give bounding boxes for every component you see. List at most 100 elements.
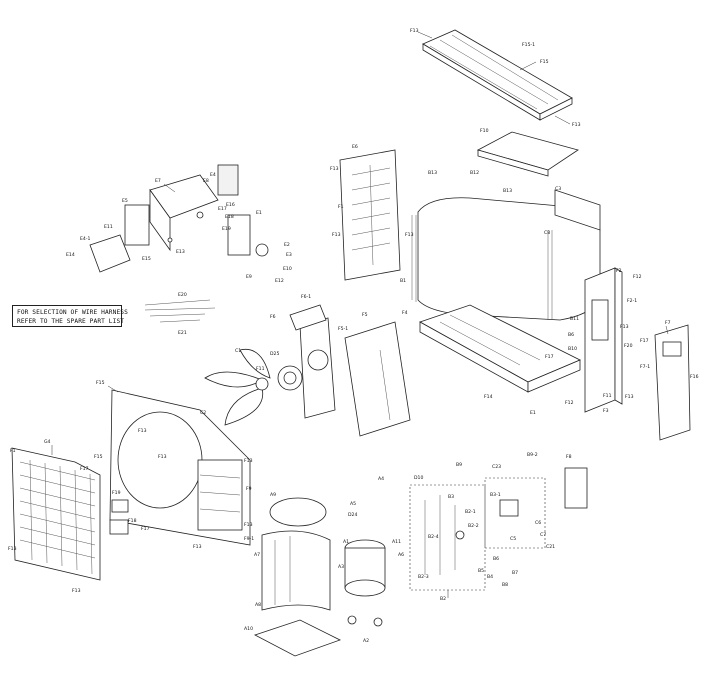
label-f2-1: F2-1 xyxy=(627,298,637,304)
label-b2-3: B2-3 xyxy=(418,574,429,580)
label-a9: A9 xyxy=(270,492,276,498)
label-c1: C1 xyxy=(235,348,241,354)
label-f2: F2 xyxy=(616,268,622,274)
label-c8: C8 xyxy=(544,230,550,236)
label-f9-1: F9-1 xyxy=(244,536,254,542)
label-c2: C2 xyxy=(200,410,206,416)
label-f11-f: F11 xyxy=(256,366,265,372)
label-f10: F10 xyxy=(480,128,489,134)
label-a2: A2 xyxy=(363,638,369,644)
label-d24: D24 xyxy=(348,512,357,518)
label-f5: F5 xyxy=(362,312,368,318)
label-b8: B8 xyxy=(502,582,508,588)
label-e4: E4 xyxy=(210,172,216,178)
label-f15: F15 xyxy=(540,59,549,65)
label-f5-1: F5-1 xyxy=(338,326,348,332)
front-panel-part xyxy=(109,389,251,546)
label-e4-1: E4-1 xyxy=(80,236,90,242)
label-c7: C7 xyxy=(540,532,546,538)
label-f8: F8 xyxy=(566,454,572,460)
label-e21: E21 xyxy=(178,330,187,336)
top-cover-part xyxy=(422,29,573,121)
label-f13-m3: F13 xyxy=(244,458,253,464)
label-e12: E12 xyxy=(275,278,284,284)
label-e8: E8 xyxy=(203,178,209,184)
label-f13-r: F13 xyxy=(625,394,634,400)
small-plate-part xyxy=(109,499,129,535)
label-e19: E19 xyxy=(222,226,231,232)
partition-plate-part xyxy=(344,321,411,437)
label-f6-1: F6-1 xyxy=(301,294,311,300)
label-e7: E7 xyxy=(155,178,161,184)
label-b2-4: B2-4 xyxy=(428,534,439,540)
label-f6: F6 xyxy=(270,314,276,320)
label-f17-g: F17 xyxy=(80,466,89,472)
label-c5: C5 xyxy=(510,536,516,542)
label-b5: B5 xyxy=(478,568,484,574)
label-b7: B7 xyxy=(512,570,518,576)
label-f15-f: F15 xyxy=(94,454,103,460)
label-f13-f: F13 xyxy=(193,544,202,550)
right-panel-part xyxy=(584,267,623,413)
label-b4: B4 xyxy=(487,574,493,580)
label-f18: F18 xyxy=(128,518,137,524)
sound-jacket-part xyxy=(261,497,331,611)
label-e15: E15 xyxy=(142,256,151,262)
electrical-box-part xyxy=(89,164,269,273)
label-b3: B3 xyxy=(448,494,454,500)
label-b13b: B13 xyxy=(503,188,512,194)
label-f12-b: F12 xyxy=(565,400,574,406)
label-a1: A1 xyxy=(343,539,349,545)
note-line-2: REFER TO THE SPARE PART LIST xyxy=(17,318,125,325)
label-b3-1: B3-1 xyxy=(490,492,501,498)
label-b1: B1 xyxy=(400,278,406,284)
label-f17-g2: F17 xyxy=(141,526,150,532)
label-e9: E9 xyxy=(246,274,252,280)
motor-bracket-part xyxy=(289,304,336,419)
side-grille-part xyxy=(339,149,401,281)
label-b9: B9 xyxy=(456,462,462,468)
label-f16: F16 xyxy=(690,374,699,380)
label-d10: D10 xyxy=(414,475,423,481)
compressor-base-part xyxy=(253,619,342,657)
label-a8: A8 xyxy=(255,602,261,608)
label-e11: E11 xyxy=(104,224,113,230)
label-b13a: B13 xyxy=(428,170,437,176)
label-f9: F9 xyxy=(246,486,252,492)
label-f14: F14 xyxy=(484,394,493,400)
label-f15-1: F15-1 xyxy=(522,42,535,48)
callout-labels: F13 F15-1 F15 F13 F10 C3 B13 B12 B13 C8 … xyxy=(8,28,699,644)
label-g4: G4 xyxy=(44,439,51,445)
label-a6: A6 xyxy=(398,552,404,558)
label-c6: C6 xyxy=(535,520,541,526)
label-b9-2: B9-2 xyxy=(527,452,538,458)
label-f11: F11 xyxy=(603,393,612,399)
side-cover-part xyxy=(654,324,691,441)
label-e2: E2 xyxy=(284,242,290,248)
label-f12: F12 xyxy=(633,274,642,280)
leader-lines xyxy=(51,31,669,598)
label-e10: E10 xyxy=(283,266,292,272)
label-e13: E13 xyxy=(176,249,185,255)
label-b11: B11 xyxy=(570,316,579,322)
front-grille-part xyxy=(11,447,101,581)
label-e14: E14 xyxy=(66,252,75,258)
label-c23: C23 xyxy=(492,464,501,470)
label-d25: D25 xyxy=(270,351,279,357)
compressor-part xyxy=(344,539,386,627)
label-e3: E3 xyxy=(286,252,292,258)
label-b2: B2 xyxy=(440,596,446,602)
label-f13-b: F13 xyxy=(572,122,581,128)
label-e1-b: E1 xyxy=(530,410,536,416)
label-b10: B10 xyxy=(568,346,577,352)
label-f13-l3: F13 xyxy=(405,232,414,238)
label-a3: A3 xyxy=(338,564,344,570)
label-f4: F4 xyxy=(402,310,408,316)
label-a7: A7 xyxy=(254,552,260,558)
fan-motor-part xyxy=(277,365,303,391)
label-e18: E18 xyxy=(225,214,234,220)
wire-harness-note: FOR SELECTION OF WIRE HARNESS REFER TO T… xyxy=(12,305,128,327)
label-f1: F1 xyxy=(10,448,16,454)
label-c3: C3 xyxy=(555,186,561,192)
